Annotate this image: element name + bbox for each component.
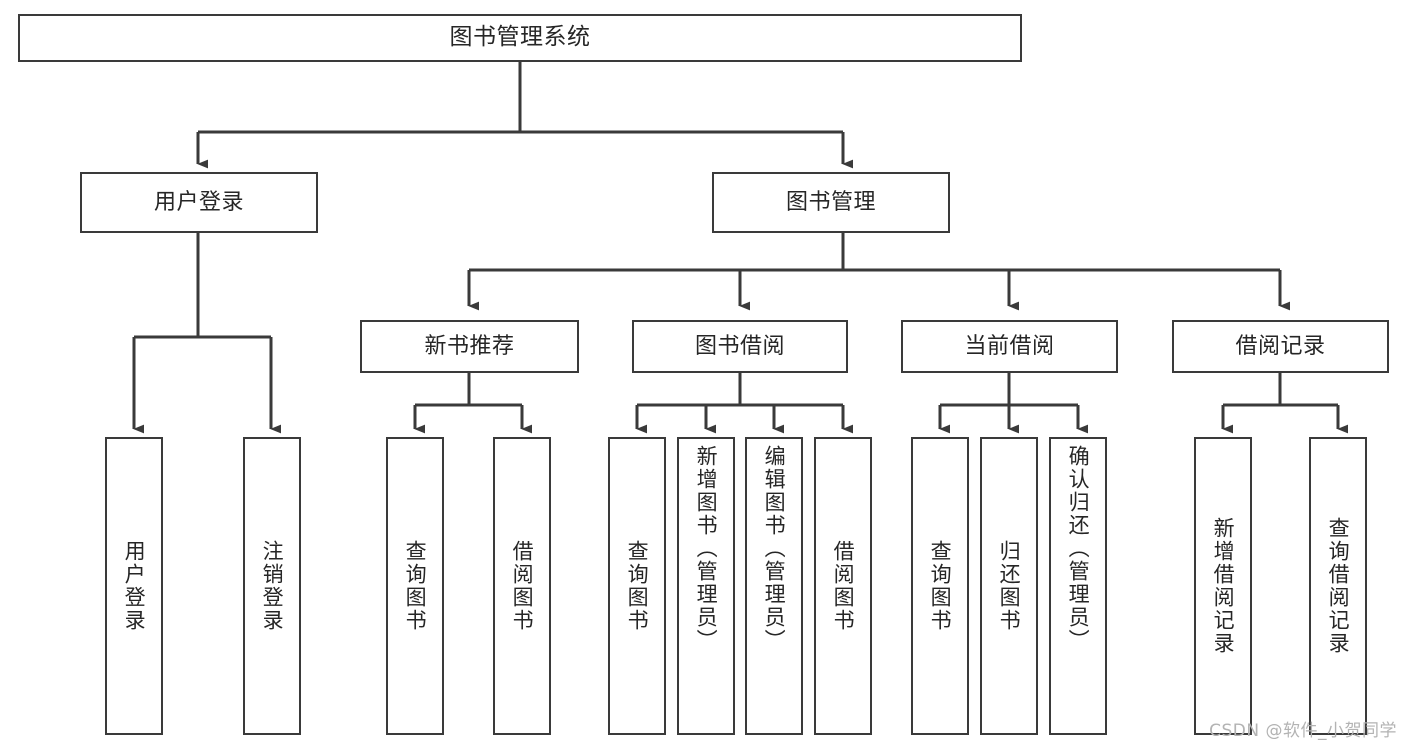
node-label: 确认归还（管理员）: [1066, 445, 1091, 652]
leaf-query-book-borrow[interactable]: 查询图书: [608, 437, 666, 735]
node-label: 用户登录: [153, 189, 244, 215]
node-label: 归还图书: [997, 540, 1022, 632]
node-label: 借阅图书: [831, 540, 856, 632]
leaf-query-book-current[interactable]: 查询图书: [911, 437, 969, 735]
node-label: 新增借阅记录: [1211, 517, 1236, 655]
node-label: 用户登录: [122, 540, 147, 632]
node-label: 借阅图书: [510, 540, 535, 632]
node-root-system[interactable]: 图书管理系统: [18, 14, 1022, 62]
node-book-borrow[interactable]: 图书借阅: [632, 320, 848, 373]
node-label: 查询借阅记录: [1326, 517, 1351, 655]
node-book-management[interactable]: 图书管理: [712, 172, 950, 233]
node-label: 当前借阅: [964, 333, 1055, 359]
leaf-borrow-book-recommend[interactable]: 借阅图书: [493, 437, 551, 735]
leaf-user-login[interactable]: 用户登录: [105, 437, 163, 735]
node-label: 借阅记录: [1235, 333, 1326, 359]
leaf-query-borrow-record[interactable]: 查询借阅记录: [1309, 437, 1367, 735]
node-user-login[interactable]: 用户登录: [80, 172, 318, 233]
node-borrow-record[interactable]: 借阅记录: [1172, 320, 1389, 373]
leaf-add-borrow-record[interactable]: 新增借阅记录: [1194, 437, 1252, 735]
node-label: 查询图书: [403, 540, 428, 632]
node-current-borrow[interactable]: 当前借阅: [901, 320, 1118, 373]
leaf-add-book-admin[interactable]: 新增图书（管理员）: [677, 437, 735, 735]
leaf-edit-book-admin[interactable]: 编辑图书（管理员）: [745, 437, 803, 735]
csdn-watermark: CSDN @软件_小贺同学: [1209, 721, 1397, 741]
leaf-query-book-recommend[interactable]: 查询图书: [386, 437, 444, 735]
node-label: 图书管理: [785, 189, 876, 215]
leaf-confirm-return-admin[interactable]: 确认归还（管理员）: [1049, 437, 1107, 735]
node-label: 注销登录: [260, 540, 285, 632]
leaf-logout[interactable]: 注销登录: [243, 437, 301, 735]
node-label: 图书管理系统: [449, 24, 591, 51]
node-label: 新增图书（管理员）: [694, 445, 719, 652]
node-new-book-recommend[interactable]: 新书推荐: [360, 320, 579, 373]
leaf-borrow-book[interactable]: 借阅图书: [814, 437, 872, 735]
node-label: 新书推荐: [424, 333, 515, 359]
node-label: 图书借阅: [694, 333, 785, 359]
node-label: 查询图书: [625, 540, 650, 632]
leaf-return-book[interactable]: 归还图书: [980, 437, 1038, 735]
node-label: 编辑图书（管理员）: [762, 445, 787, 652]
node-label: 查询图书: [928, 540, 953, 632]
